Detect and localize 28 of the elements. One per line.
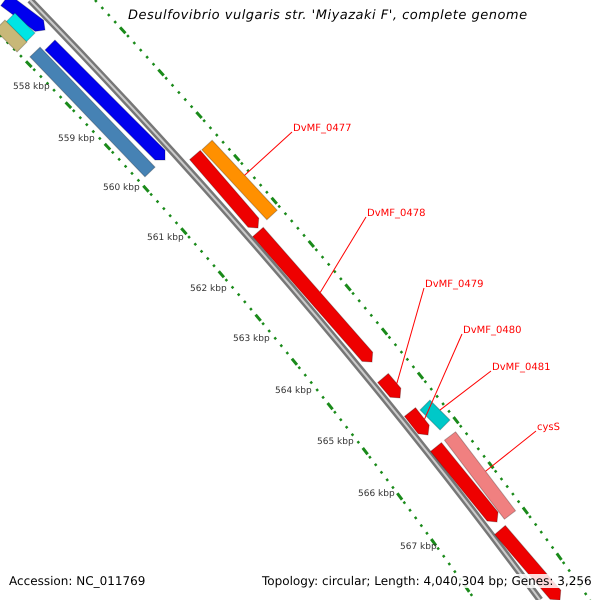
leader-line	[320, 216, 366, 293]
leader-line	[424, 334, 462, 420]
leader-line	[439, 370, 492, 411]
leader-line	[244, 132, 292, 176]
gene-label: cysS	[537, 422, 560, 433]
position-label: 563 kbp	[233, 334, 270, 344]
position-label: 566 kbp	[358, 489, 395, 499]
gene-bar	[419, 399, 451, 431]
gene-label: DvMF_0480	[463, 325, 522, 336]
position-label: 560 kbp	[103, 183, 140, 193]
gene-label: DvMF_0478	[367, 208, 426, 219]
leader-line	[485, 430, 536, 472]
position-label: 559 kbp	[58, 134, 95, 144]
position-label: 558 kbp	[13, 82, 50, 92]
position-label: 565 kbp	[317, 437, 354, 447]
accession-text: Accession: NC_011769	[9, 574, 146, 588]
gene-block	[376, 372, 402, 399]
gene-label: DvMF_0481	[492, 362, 550, 373]
gene-block	[404, 406, 430, 436]
gene-bar	[444, 431, 516, 520]
gene-block	[252, 226, 374, 363]
gene-bar	[201, 140, 278, 220]
position-label: 564 kbp	[275, 386, 312, 396]
gene-label: DvMF_0479	[425, 279, 484, 290]
leader-line	[396, 288, 424, 384]
genome-info-text: Topology: circular; Length: 4,040,304 bp; Genes: 3,256	[262, 574, 592, 588]
title: Desulfovibrio vulgaris str. 'Miyazaki F', complete genome	[128, 8, 528, 23]
gene-label: DvMF_0477	[293, 123, 352, 134]
